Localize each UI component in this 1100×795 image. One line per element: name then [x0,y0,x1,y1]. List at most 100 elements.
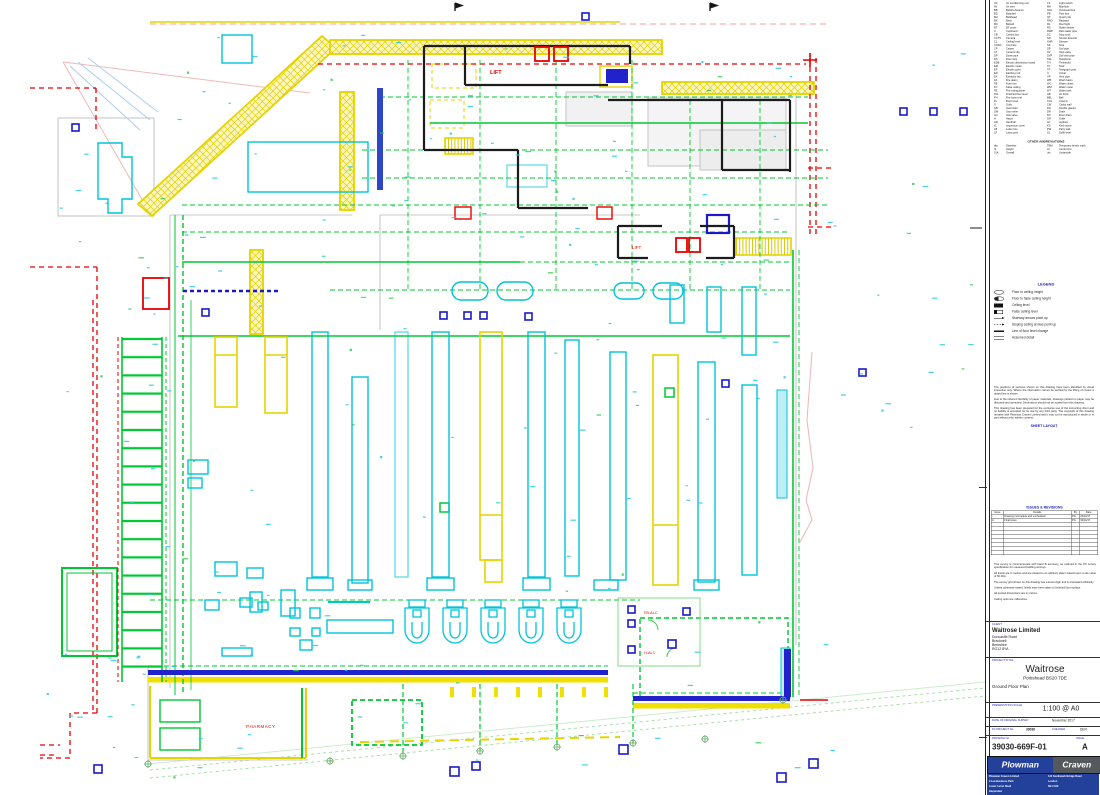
project-block: PROJECT TITLE Waitrose Portishead BS20 7… [992,659,1098,719]
logo-plowman-text: Plowman [1001,760,1040,770]
sheet-title: Ground Floor Plan [992,684,1029,689]
green-grid [148,60,828,755]
legend-item: Ceiling level [994,302,1098,309]
drawing-no-label: DRAWING No. [992,737,1010,740]
note-paragraph: Due to the inherent flexibility of paper… [994,398,1094,405]
legend-item: False ceiling level [994,309,1098,316]
legend-label: Line of floor level change [1012,329,1049,334]
tiny-annotation-marks [46,34,974,779]
address-line: Berkshire [992,643,1007,648]
divider [986,735,1100,736]
legend-title: LEGEND [1037,282,1055,287]
note-paragraph: Ceiling units are millimetres. [994,597,1028,601]
divider [986,657,1100,658]
divider [986,621,1100,622]
scale-label-cell: PRESENTATION SCALE [992,704,1032,710]
notes-bottom: This survey is commensurate with band B … [994,563,1096,621]
survey-value-cell: November 2017 [1052,719,1100,726]
drawing-no: 39030-669F-01 [992,743,1047,752]
client-name: Waitrose Limited [992,626,1041,634]
lift-label-upper: LIFT [490,70,502,76]
legend-label: Ceiling level [1012,303,1030,308]
legend-label: Floor to false ceiling height [1012,297,1051,301]
other-abbr-title: OTHER ABBREVIATIONS [1027,140,1065,144]
note-paragraph: This survey is commensurate with band B … [994,563,1096,570]
legend-symbol-oval-icon [994,290,1004,295]
legend-label: Floor to ceiling height [1012,290,1043,295]
note-paragraph: This drawing has been prepared for the e… [994,407,1094,420]
note-paragraph: All quoted dimensions are in metres. [994,592,1038,596]
project-no-cell: 39030 [1026,728,1046,735]
scale-value-cell: 1:100 @ A0 [1024,704,1098,720]
plan-labels: LIFT LIFT PHARMACY FB-ALC H-ALC [246,70,658,729]
address-line: RG12 8YA [992,647,1009,652]
legend-symbol-oval2-icon [994,296,1004,301]
address-line: Plowman Craven Limited [989,774,1020,778]
address-line: 2 Lea Business Park [989,779,1014,783]
address-line: Bracknell [992,639,1007,644]
project-no-label-cell: PC PROJECT No. [992,728,1032,734]
address-line: London [1047,779,1057,783]
issue-label-cell: ISSUE [1076,737,1100,743]
black-walls [422,2,982,260]
navy-elements [148,69,791,701]
notes-top: The positions of services shown on this … [994,386,1094,476]
sheet-layout-label: SHEET LAYOUT [1030,424,1058,428]
survey-date: November 2017 [1052,719,1075,723]
issue-cell: A [1082,743,1100,761]
legend-item: Floor to false ceiling height [994,296,1098,303]
legend-label: False ceiling level [1012,310,1038,314]
legend-item: Sloping ceiling arrows point up [994,322,1098,329]
logo-left: Plowman [988,757,1053,773]
project-no-label: PC PROJECT No. [992,728,1014,731]
project-name: Waitrose [1025,663,1065,675]
storefront-yellow [148,677,790,709]
legend-symbol-box-solid-icon [994,303,1003,308]
divider [986,726,1100,727]
